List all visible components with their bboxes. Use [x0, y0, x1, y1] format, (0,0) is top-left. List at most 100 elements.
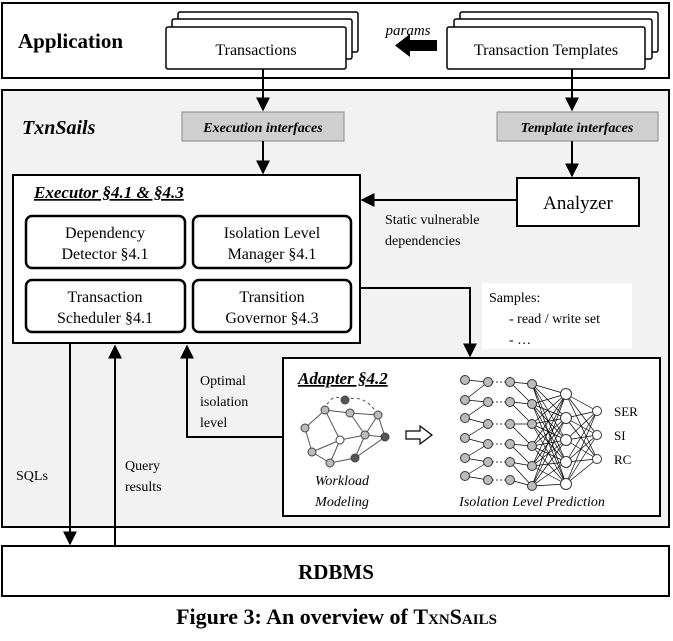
- network-edge: [531, 393, 567, 487]
- network-edge: [509, 461, 533, 487]
- network-edge: [565, 434, 598, 485]
- network-node: [527, 461, 537, 471]
- network-edge: [531, 403, 567, 419]
- module-line1: Transition: [239, 289, 304, 306]
- network-node: [460, 413, 470, 423]
- network-edge: [509, 381, 533, 405]
- samples-item: - read / write set: [509, 312, 600, 327]
- module-line2: Scheduler §4.1: [57, 310, 153, 327]
- query-results-line1: Query: [125, 459, 160, 474]
- network-edge: [531, 383, 567, 463]
- network-node: [483, 419, 493, 429]
- params-arrow: [395, 34, 437, 57]
- query-results-line2: results: [125, 480, 162, 495]
- network-edge: [565, 417, 598, 460]
- network-edge: [565, 458, 598, 485]
- sqls-label: SQLs: [16, 469, 48, 484]
- templates-label: Transaction Templates: [474, 42, 618, 59]
- samples-arrow: [360, 287, 477, 358]
- network-node: [505, 439, 515, 449]
- template-interfaces-label: Template interfaces: [521, 121, 634, 136]
- optimal-level-arrow: [180, 344, 283, 438]
- samples-item: - …: [509, 333, 531, 348]
- network-node: [483, 397, 493, 407]
- network-node: [483, 475, 493, 485]
- network-edge: [531, 383, 567, 441]
- network-node: [592, 430, 602, 440]
- template-interfaces-box: [496, 111, 659, 142]
- network-edge: [531, 403, 567, 441]
- execution-interfaces-box: [181, 111, 345, 142]
- module-line2: Governor §4.3: [225, 310, 318, 327]
- static-deps-line1: Static vulnerable: [385, 213, 479, 228]
- network-edge: [509, 401, 533, 425]
- adapter-title: Adapter §4.2: [297, 369, 388, 388]
- network-edge: [531, 417, 567, 467]
- network-edge: [531, 417, 567, 487]
- optimal-line2: isolation: [200, 395, 248, 410]
- network-edge: [531, 383, 567, 419]
- network-node: [460, 471, 470, 481]
- network-edge: [531, 403, 567, 485]
- executor-module-dependency-detector: Dependency Detector §4.1: [24, 214, 187, 270]
- transactions-stack: Transactions: [165, 11, 359, 70]
- network-node: [483, 377, 493, 387]
- figure-caption: Figure 3: An overview of TxnSails: [0, 604, 673, 630]
- network-edge: [531, 465, 567, 485]
- network-edge: [565, 410, 598, 485]
- output-label-si: SI: [614, 428, 626, 443]
- modeling-to-prediction-arrow: [405, 424, 433, 446]
- network-edge: [531, 403, 567, 463]
- executor-module-transaction-scheduler: Transaction Scheduler §4.1: [24, 278, 187, 334]
- samples-title: Samples:: [489, 291, 540, 306]
- workload-label-line1: Workload: [315, 474, 370, 489]
- network-edge: [531, 439, 567, 487]
- network-node: [460, 375, 470, 385]
- module-line2: Detector §4.1: [61, 246, 148, 263]
- templates-stack: Transaction Templates: [446, 11, 659, 70]
- output-label-rc: RC: [614, 452, 631, 467]
- network-node: [592, 406, 602, 416]
- network-node: [527, 441, 537, 451]
- network-node: [527, 419, 537, 429]
- params-label: params: [384, 23, 430, 39]
- executor-module-isolation-level-manager: Isolation Level Manager §4.1: [191, 214, 353, 270]
- network-node: [560, 412, 572, 424]
- network-node: [483, 457, 493, 467]
- network-node: [505, 457, 515, 467]
- txnsails-title: TxnSails: [22, 117, 96, 139]
- workload-label-line2: Modeling: [314, 495, 369, 510]
- network-edge: [531, 445, 567, 463]
- network-node: [527, 399, 537, 409]
- output-label-ser: SER: [614, 404, 638, 419]
- prediction-network-edges: [464, 379, 598, 487]
- samples-box: [482, 283, 632, 349]
- network-node: [505, 419, 515, 429]
- application-label: Application: [18, 29, 123, 53]
- rdbms-box: [1, 545, 670, 597]
- network-node: [460, 433, 470, 443]
- module-line2: Manager §4.1: [228, 246, 317, 263]
- network-edge: [531, 461, 567, 487]
- network-edge: [531, 383, 567, 485]
- prediction-network-nodes: [460, 375, 602, 491]
- module-line1: Isolation Level: [224, 225, 321, 242]
- execution-interfaces-label: Execution interfaces: [202, 121, 323, 136]
- network-node: [560, 434, 572, 446]
- analyzer-box: [516, 177, 640, 227]
- optimal-line1: Optimal: [200, 374, 246, 389]
- network-node: [592, 454, 602, 464]
- rdbms-label: RDBMS: [298, 560, 374, 584]
- analyzer-label: Analyzer: [543, 193, 613, 214]
- module-line1: Transaction: [68, 289, 143, 306]
- network-node: [460, 453, 470, 463]
- network-node: [560, 388, 572, 400]
- prediction-label: Isolation Level Prediction: [458, 495, 605, 510]
- network-edge: [531, 439, 567, 467]
- optimal-line3: level: [200, 416, 227, 431]
- network-edge: [509, 443, 533, 467]
- executor-title: Executor §4.1 & §4.3: [33, 183, 184, 202]
- transactions-label: Transactions: [215, 42, 296, 59]
- network-node: [527, 481, 537, 491]
